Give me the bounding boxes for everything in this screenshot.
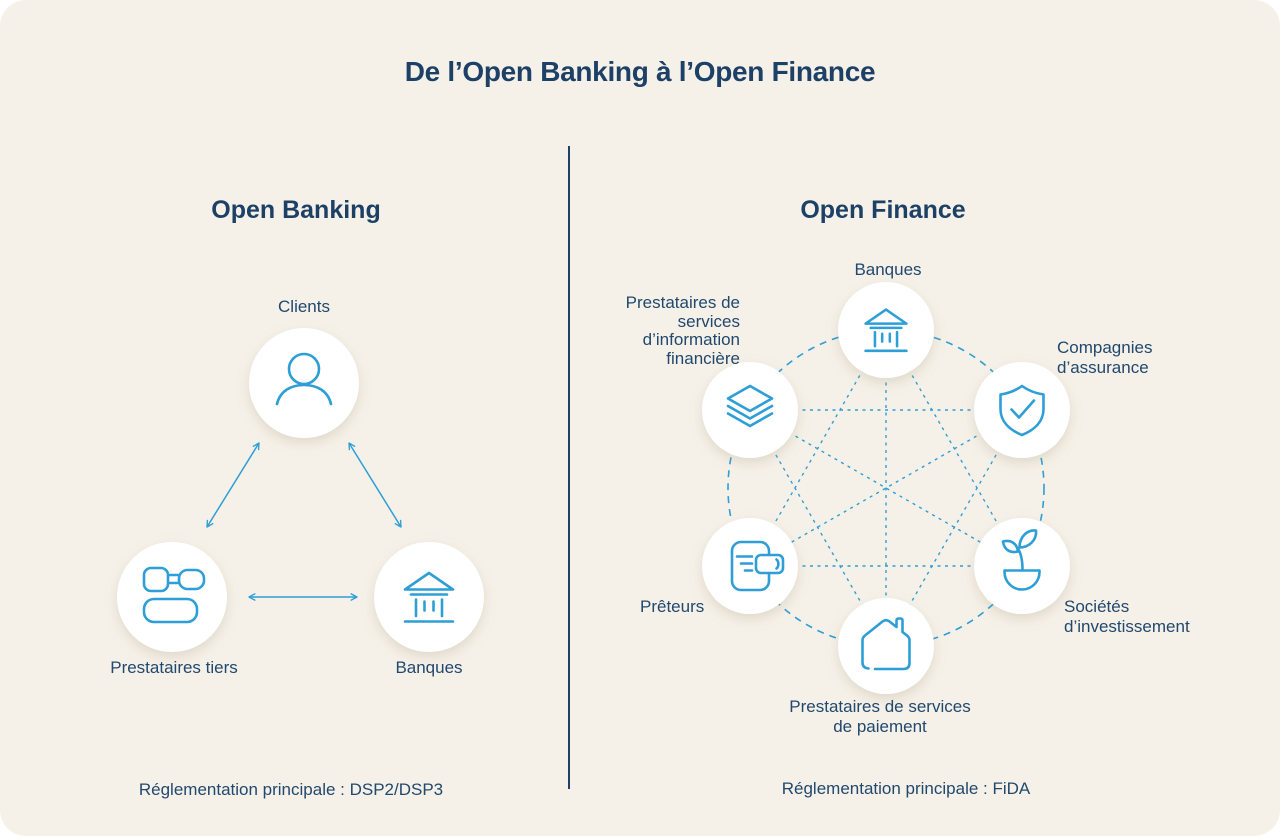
node-prestataires-tiers	[117, 542, 227, 652]
open-banking-arrows	[206, 442, 402, 601]
node-assurance	[974, 362, 1070, 458]
banques-left-label: Banques	[395, 658, 463, 677]
preteurs-label: Prêteurs	[640, 597, 705, 616]
vertical-divider	[568, 146, 570, 789]
prestataires-information-label: Prestataires de services d’information f…	[625, 293, 740, 369]
node-paiement	[838, 598, 934, 694]
house-payment-icon	[861, 617, 911, 671]
connected-blocks-icon	[142, 566, 206, 624]
page-title: De l’Open Banking à l’Open Finance	[404, 56, 876, 87]
phone-transfer-icon	[730, 540, 785, 592]
node-preteurs	[702, 518, 798, 614]
open-banking-heading: Open Banking	[211, 196, 381, 224]
clients-label: Clients	[278, 297, 330, 316]
societes-investissement-label: Sociétés d’investissement	[1064, 597, 1190, 636]
left-caption: Réglementation principale : DSP2/DSP3	[138, 780, 444, 799]
node-banques-right	[838, 282, 934, 378]
node-circles	[117, 282, 1070, 694]
right-caption: Réglementation principale : FiDA	[781, 779, 1031, 798]
arrow-clients-prestataires	[206, 442, 260, 528]
layers-icon	[726, 384, 774, 428]
node-banques-left	[374, 542, 484, 652]
person-icon	[275, 352, 333, 406]
banques-right-label: Banques	[854, 260, 922, 279]
prestataires-tiers-label: Prestataires tiers	[110, 658, 238, 677]
arrow-clients-banques	[348, 442, 402, 528]
prestataires-paiement-label: Prestataires de services de paiement	[789, 697, 971, 736]
shield-check-icon	[999, 384, 1045, 437]
compagnies-assurance-label: Compagnies d’assurance	[1057, 338, 1153, 377]
open-finance-heading: Open Finance	[800, 196, 966, 224]
plant-icon	[1001, 529, 1041, 591]
